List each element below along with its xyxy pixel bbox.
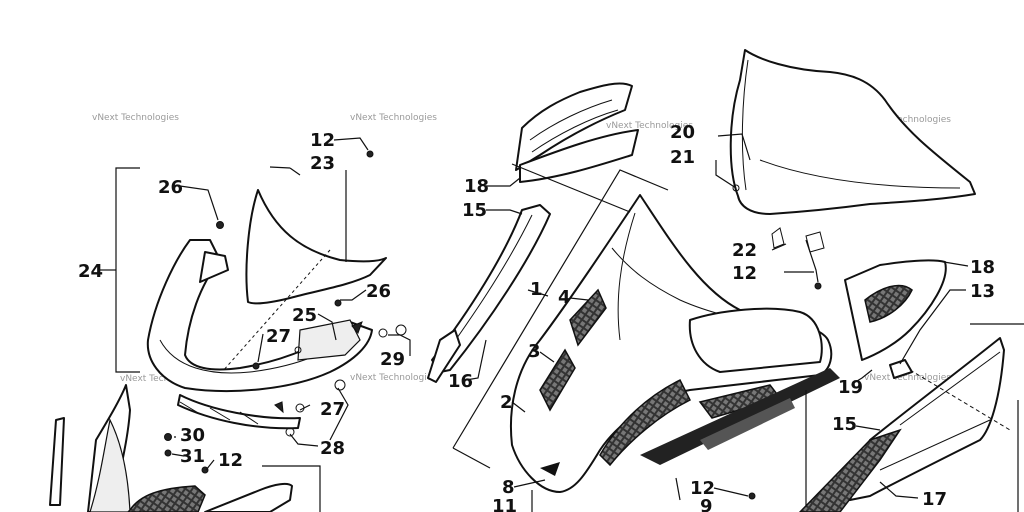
callout-17: 17 xyxy=(922,489,947,510)
callout-18: 18 xyxy=(464,176,489,197)
watermark: vNext Technologies xyxy=(350,373,437,383)
callout-numbers: 1 2 3 4 8 9 11 12 12 12 12 13 15 15 16 1… xyxy=(78,122,995,512)
callout-15: 15 xyxy=(832,414,857,435)
callout-11: 11 xyxy=(492,496,517,512)
callout-9: 9 xyxy=(700,496,713,512)
callout-3: 3 xyxy=(528,341,541,362)
callout-12: 12 xyxy=(310,130,335,151)
callout-12: 12 xyxy=(690,478,715,499)
callout-26: 26 xyxy=(366,281,391,302)
callout-8: 8 xyxy=(502,477,515,498)
callout-22: 22 xyxy=(732,240,757,261)
callout-4: 4 xyxy=(558,287,571,308)
watermark: vNext Technologies xyxy=(350,113,437,123)
hood-left-assembly xyxy=(49,137,411,512)
watermark: vNext Technologies xyxy=(864,115,951,125)
callout-24: 24 xyxy=(78,261,103,282)
callout-27: 27 xyxy=(320,399,345,420)
hood-center-assembly xyxy=(427,82,840,512)
callout-19: 19 xyxy=(838,377,863,398)
watermark: vNext Technologies xyxy=(120,374,207,384)
callout-27: 27 xyxy=(266,326,291,347)
callout-18: 18 xyxy=(970,257,995,278)
watermark: vNext Technologies xyxy=(92,113,179,123)
windshield-right-assembly xyxy=(715,49,1024,512)
callout-23: 23 xyxy=(310,153,335,174)
callout-20: 20 xyxy=(670,122,695,143)
watermark: vNext Technologies xyxy=(606,121,693,131)
callout-26: 26 xyxy=(158,177,183,198)
callout-31: 31 xyxy=(180,446,205,467)
callout-28: 28 xyxy=(320,438,345,459)
callout-30: 30 xyxy=(180,425,205,446)
callout-12: 12 xyxy=(218,450,243,471)
callout-15: 15 xyxy=(462,200,487,221)
callout-29: 29 xyxy=(380,349,405,370)
callout-12: 12 xyxy=(732,263,757,284)
callout-1: 1 xyxy=(530,279,543,300)
watermark: vNext Technologies xyxy=(864,373,951,383)
callout-21: 21 xyxy=(670,147,695,168)
callout-25: 25 xyxy=(292,305,317,326)
callout-16: 16 xyxy=(448,371,473,392)
callout-13: 13 xyxy=(970,281,995,302)
callout-2: 2 xyxy=(500,392,513,413)
